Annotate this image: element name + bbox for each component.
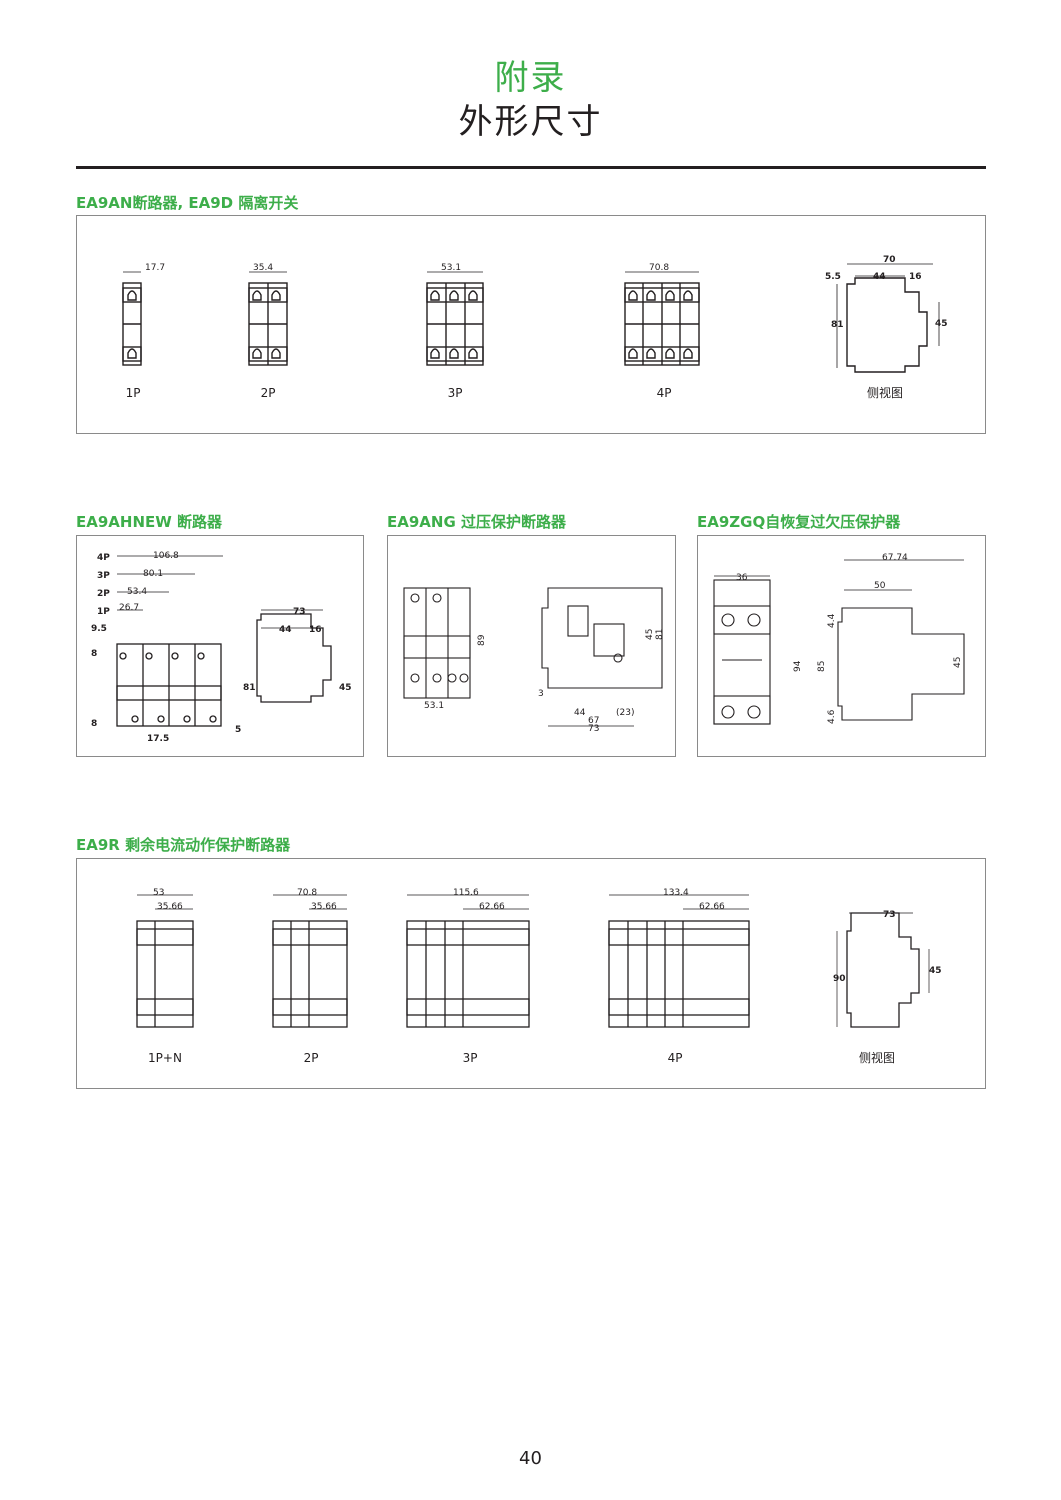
ea9an-2p-width: 35.4: [253, 263, 273, 273]
ea9r-caption-1pn: 1P+N: [148, 1051, 182, 1065]
ea9ahnew-label-1p: 1P: [97, 607, 110, 617]
ea9ahnew-label-3p: 3P: [97, 571, 110, 581]
section-title-ea9ang: EA9ANG 过压保护断路器: [387, 513, 566, 531]
ea9zgq-dim-top-offset: 4.4: [827, 613, 837, 628]
page-number: 40: [519, 1448, 542, 1469]
ea9r-1pn-sub-width: 35.66: [157, 902, 183, 912]
ea9r-side-depth: 73: [883, 910, 896, 920]
ea9ahnew-width-1p: 26.7: [119, 603, 139, 613]
ea9zgq-dim-front-height: 45: [953, 657, 963, 668]
ea9zgq-dim-depth: 67.74: [882, 553, 908, 563]
ea9ang-dim-body-height: 81: [655, 629, 665, 640]
section-title-ea9r: EA9R 剩余电流动作保护断路器: [76, 836, 291, 854]
ea9r-caption-3p: 3P: [463, 1051, 478, 1065]
ea9r-drawings: 53 35.66 70.8 35.66 115.6 62.66 133.4 62…: [136, 888, 942, 1065]
ea9r-caption-2p: 2P: [304, 1051, 319, 1065]
ea9r-side-height: 90: [833, 974, 846, 984]
ea9an-caption-2p: 2P: [261, 386, 276, 400]
ea9ahnew-width-4p: 106.8: [153, 551, 179, 561]
ea9r-2p-width: 70.8: [297, 888, 317, 898]
ea9r-side-front-height: 45: [929, 966, 942, 976]
ea9zgq-dim-width: 36: [736, 573, 748, 583]
ea9r-3p-sub-width: 62.66: [479, 902, 505, 912]
ea9an-drawing-panel: 17.7 35.4 53.1 70.8 70 5.5 44 16 81 45 1…: [76, 215, 986, 434]
ea9an-side-front-height: 45: [935, 319, 948, 329]
ea9r-4p-sub-width: 62.66: [699, 902, 725, 912]
ea9ahnew-width-2p: 53.4: [127, 587, 147, 597]
ea9ahnew-dim-8-top: 8: [91, 649, 97, 659]
ea9ang-dim-body-depth: 44: [574, 708, 586, 718]
ea9an-side-body: 44: [873, 272, 886, 282]
ea9ahnew-side-front-height: 45: [339, 683, 352, 693]
ea9r-1pn-drawing: [136, 894, 194, 1028]
ea9r-4p-width: 133.4: [663, 888, 689, 898]
dimensions-subtitle: 外形尺寸: [458, 102, 603, 142]
ea9ang-dim-front-offset: (23): [616, 708, 634, 718]
ea9r-3p-drawing: [406, 894, 530, 1028]
ea9ang-dim-front-height: 45: [645, 629, 655, 640]
ea9ahnew-label-4p: 4P: [97, 553, 110, 563]
ea9r-caption-side: 侧视图: [859, 1050, 895, 1065]
ea9r-1pn-width: 53: [153, 888, 164, 898]
ea9an-4p-width: 70.8: [649, 263, 669, 273]
ea9ahnew-drawing-panel: 4P 3P 2P 1P 9.5 8 8 17.5 73 44 16 81 45 …: [76, 535, 364, 757]
ea9ahnew-side-rail: 5: [235, 725, 241, 735]
ea9r-2p-drawing: [272, 894, 348, 1028]
ea9ang-drawings: 89 53.1 45 81 44 67 73 (23) 3: [403, 587, 665, 734]
ea9an-side-offset: 5.5: [825, 272, 841, 282]
ea9ahnew-side-front: 16: [309, 625, 322, 635]
ea9an-drawings: 17.7 35.4 53.1 70.8 70 5.5 44 16 81 45 1…: [122, 255, 948, 400]
ea9ahnew-dim-8-bottom: 8: [91, 719, 97, 729]
section-title-ea9an: EA9AN断路器, EA9D 隔离开关: [76, 194, 299, 212]
ea9ahnew-side-depth: 73: [293, 607, 306, 617]
ea9ahnew-dim-17-5: 17.5: [147, 734, 169, 744]
ea9an-caption-4p: 4P: [657, 386, 672, 400]
section-title-ea9zgq: EA9ZGQ自恢复过欠压保护器: [697, 513, 901, 531]
ea9zgq-dim-bottom-offset: 4.6: [827, 709, 837, 724]
ea9ang-dim-depth-73: 73: [588, 724, 599, 734]
ea9an-side-view-drawing: [836, 263, 940, 373]
ea9ahnew-side-height: 81: [243, 683, 256, 693]
ea9zgq-drawing-panel: 36 67.74 50 94 85 4.4 4.6 45: [697, 535, 986, 757]
ea9an-side-height: 81: [831, 320, 844, 330]
ea9an-caption-side: 侧视图: [867, 385, 903, 400]
ea9an-3p-drawing: [426, 271, 484, 366]
ea9zgq-dim-body-height: 85: [817, 661, 827, 672]
ea9r-3p-width: 115.6: [453, 888, 479, 898]
ea9ahnew-drawings: 4P 3P 2P 1P 9.5 8 8 17.5 73 44 16 81 45 …: [91, 551, 352, 744]
ea9ahnew-dim-9-5: 9.5: [91, 624, 107, 634]
ea9ang-dim-depth-67: 67: [588, 716, 599, 726]
ea9an-caption-1p: 1P: [126, 386, 141, 400]
ea9ahnew-width-3p: 80.1: [143, 569, 163, 579]
ea9an-caption-3p: 3P: [448, 386, 463, 400]
ea9r-caption-4p: 4P: [668, 1051, 683, 1065]
ea9r-2p-sub-width: 35.66: [311, 902, 337, 912]
ea9r-4p-drawing: [608, 894, 750, 1028]
header-divider: [76, 166, 986, 169]
ea9zgq-dim-body-depth: 50: [874, 581, 886, 591]
section-title-ea9ahnew: EA9AHNEW 断路器: [76, 513, 223, 531]
ea9ang-dim-height: 89: [477, 634, 487, 646]
ea9ang-dim-rail: 3: [538, 689, 544, 699]
ea9ang-drawing-panel: 89 53.1 45 81 44 67 73 (23) 3: [387, 535, 676, 757]
ea9ahnew-label-2p: 2P: [97, 589, 110, 599]
ea9an-4p-drawing: [624, 271, 700, 366]
ea9an-2p-drawing: [248, 271, 288, 366]
ea9r-drawing-panel: 53 35.66 70.8 35.66 115.6 62.66 133.4 62…: [76, 858, 986, 1089]
ea9an-3p-width: 53.1: [441, 263, 461, 273]
ea9ang-dim-width: 53.1: [424, 701, 444, 711]
ea9zgq-dim-height: 94: [793, 660, 803, 672]
ea9r-side-view-drawing: [836, 912, 930, 1028]
ea9an-1p-drawing: [122, 271, 142, 366]
ea9an-side-front: 16: [909, 272, 922, 282]
ea9an-1p-width: 17.7: [145, 263, 165, 273]
ea9ahnew-side-body: 44: [279, 625, 292, 635]
appendix-title: 附录: [494, 58, 567, 98]
ea9an-side-depth: 70: [883, 255, 896, 265]
ea9zgq-drawings: 36 67.74 50 94 85 4.4 4.6 45: [713, 553, 965, 725]
